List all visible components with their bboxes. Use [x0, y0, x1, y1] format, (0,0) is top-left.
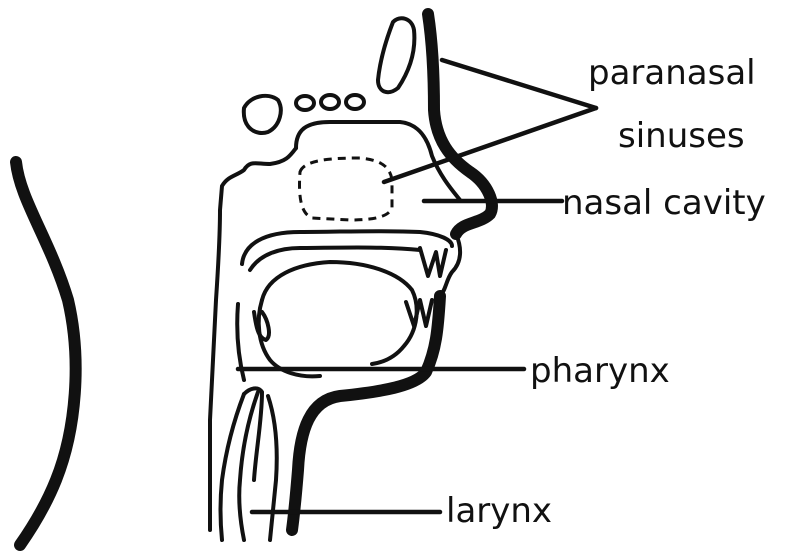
maxillary-sinus-dashed: [300, 158, 393, 220]
label-larynx: larynx: [446, 491, 552, 531]
vocal-fold-lines: [268, 396, 277, 540]
upper-teeth: [420, 248, 446, 276]
label-pharynx: pharynx: [530, 351, 670, 391]
label-nasal-cavity: nasal cavity: [562, 183, 766, 223]
throat-front-outline: [292, 296, 440, 530]
tongue-outline: [262, 262, 417, 364]
ethmoid-sinus-shape: [244, 96, 281, 133]
palate-inner: [250, 248, 420, 271]
label-sinuses: sinuses: [618, 116, 745, 156]
back-of-head-outline: [16, 162, 76, 545]
ethmoid-cell-1: [296, 96, 314, 110]
ethmoid-cell-2: [321, 95, 339, 109]
label-paranasal: paranasal: [588, 53, 756, 93]
paranasal-leader-lower: [384, 108, 596, 182]
frontal-sinus-shape: [378, 18, 414, 92]
lower-teeth: [406, 300, 432, 326]
soft-palate-uvula: [254, 312, 269, 340]
paranasal-leader-upper: [442, 60, 596, 108]
ethmoid-cell-3: [346, 95, 364, 109]
